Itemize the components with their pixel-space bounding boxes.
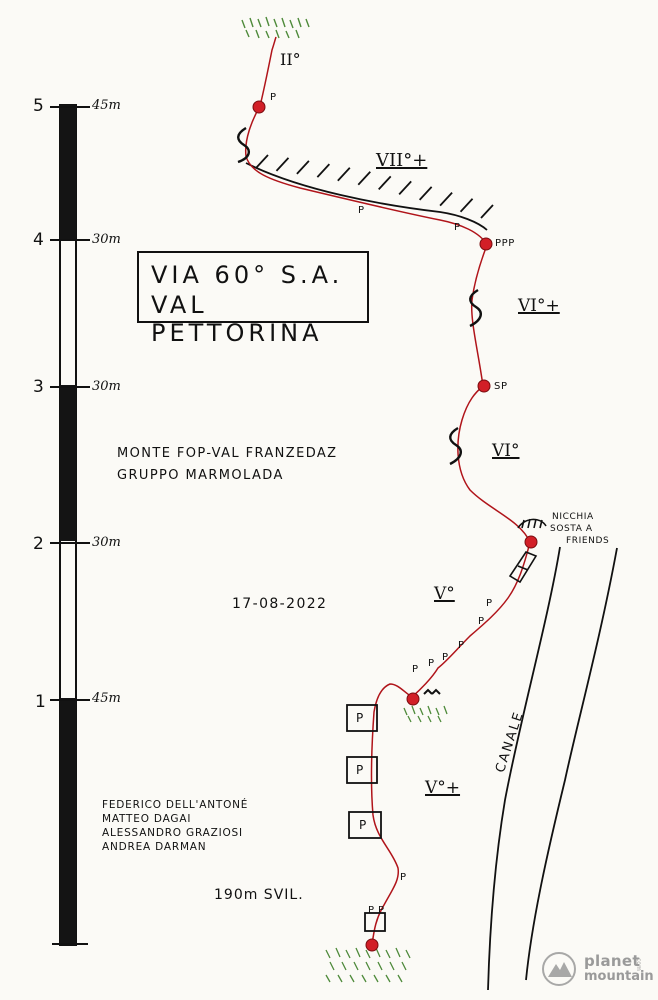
scale-length-5: 45m	[92, 98, 121, 113]
piton-marker: P	[368, 905, 375, 916]
location-mountain: MONTE FOP-VAL FRANZEDAZ	[117, 446, 338, 461]
belay-stations	[252, 100, 538, 952]
route-title: VIA 60° S.A.	[151, 261, 344, 289]
logo-tag: com	[635, 958, 642, 971]
scale-pitch-3: 3	[33, 377, 44, 397]
route-valley: VAL PETTORINA	[151, 291, 323, 347]
piton-marker: P	[486, 598, 493, 609]
scale-segment-5	[60, 105, 76, 240]
route-development: 190m SVIL.	[214, 887, 304, 903]
scale-pitch-4: 4	[33, 230, 44, 250]
grade-pitch3: VI°	[492, 441, 520, 461]
belay-4	[479, 237, 493, 251]
piton-marker: P	[400, 872, 407, 883]
difficulty-curves	[237, 126, 482, 466]
box-start	[364, 912, 386, 932]
summit-grass	[241, 16, 310, 39]
piton-marker: P	[428, 658, 435, 669]
team-member: ALESSANDRO GRAZIOSI	[102, 827, 243, 839]
belay-1	[406, 692, 420, 706]
piton-boxes	[346, 704, 386, 932]
ledge-grass	[403, 705, 448, 723]
grade-pitch4: VI°+	[518, 296, 560, 316]
piton-marker: P	[454, 222, 461, 233]
s-curve-pitch3	[449, 426, 462, 466]
route-line	[244, 36, 531, 946]
small-ledge-mark	[423, 688, 441, 695]
belay-5	[252, 100, 266, 114]
piton-marker: P	[412, 664, 419, 675]
box-2-label: P	[356, 763, 364, 777]
grade-pitch2: V°	[434, 584, 455, 604]
niche-label-1: NICCHIA	[552, 512, 594, 522]
scale-segment-1	[60, 698, 76, 945]
box-3	[348, 811, 382, 839]
s-curve-pitch4	[469, 288, 482, 328]
piton-marker: P	[358, 205, 365, 216]
scale-pitch-2: 2	[33, 534, 44, 554]
belay-2	[524, 535, 538, 549]
first-ascent-team: FEDERICO DELL'ANTONÉ MATTEO DAGAI ALESSA…	[102, 798, 248, 854]
s-curve-roof	[237, 126, 250, 164]
route-date: 17-08-2022	[232, 596, 328, 612]
belay-3	[477, 379, 491, 393]
logo-word-mountain: mountain	[584, 969, 654, 984]
channel-lines	[487, 546, 618, 991]
route-title-box: VIA 60° S.A. VAL PETTORINA	[137, 251, 369, 347]
scale-pitch-5: 5	[33, 96, 44, 116]
box-1	[346, 704, 378, 732]
logo-word-planet: planet	[584, 952, 640, 970]
box-3-label: P	[359, 818, 367, 832]
piton-marker: P	[378, 905, 385, 916]
piton-marker: P	[478, 616, 485, 627]
belay4-label: PPP	[495, 238, 515, 249]
mountain-logo-icon	[542, 952, 576, 986]
piton-marker: P	[442, 652, 449, 663]
scale-pitch-1: 1	[35, 692, 46, 712]
roof-hatching	[245, 154, 494, 231]
piton-marker: P	[270, 92, 277, 103]
belay-start	[365, 938, 379, 952]
team-member: MATTEO DAGAI	[102, 813, 192, 825]
location-group: GRUPPO MARMOLADA	[117, 468, 284, 483]
box-2	[346, 756, 378, 784]
grade-top-exit: II°	[280, 50, 301, 69]
grade-roof: VII°+	[376, 150, 428, 171]
piton-marker: P	[458, 640, 465, 651]
niche-feature	[508, 518, 547, 584]
scale-length-2: 30m	[92, 535, 121, 550]
planetmountain-logo: planet mountain com	[540, 950, 654, 990]
scale-length-3: 30m	[92, 379, 121, 394]
grade-pitch1: V°+	[425, 778, 461, 798]
box-1-label: P	[356, 711, 364, 725]
scale-segment-3	[60, 385, 76, 541]
scale-length-4: 30m	[92, 232, 121, 247]
team-member: FEDERICO DELL'ANTONÉ	[102, 799, 249, 811]
pitch-scale-bar	[50, 104, 90, 946]
team-member: ANDREA DARMAN	[102, 841, 207, 853]
niche-label-2: SOSTA A	[550, 524, 593, 534]
niche-label-3: FRIENDS	[566, 536, 610, 546]
scale-length-1: 45m	[92, 691, 121, 706]
base-grass	[325, 947, 411, 983]
belay3-label: SP	[494, 381, 508, 392]
